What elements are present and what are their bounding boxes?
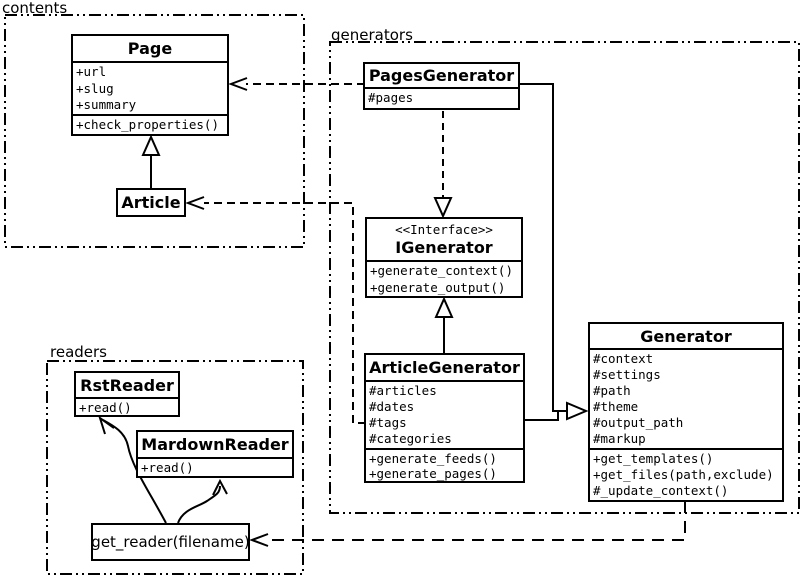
member-line: #pages — [368, 90, 414, 105]
package-label-generators: generators — [331, 26, 413, 44]
member-line: #path — [593, 383, 631, 398]
generalization-triangle-page — [141, 134, 161, 156]
member-line: +generate_context() — [370, 263, 513, 278]
class-igenerator-methods: +generate_context()+generate_output() — [367, 260, 521, 296]
open-arrowhead-mardownreader — [212, 478, 228, 496]
member-line: +get_templates() — [593, 451, 714, 466]
class-rstreader-methods: +read() — [76, 397, 178, 415]
generalization-articlegenerator-to-generator — [523, 411, 559, 421]
member-line: #articles — [369, 383, 437, 398]
member-line: #tags — [369, 415, 407, 430]
class-articlegenerator: ArticleGenerator #articles#dates#tags#ca… — [364, 353, 525, 483]
member-line: #markup — [593, 431, 646, 446]
class-igenerator-header: <<Interface>> IGenerator — [367, 219, 521, 260]
generalization-triangle-igenerator-bottom — [434, 296, 454, 318]
class-article: Article — [116, 188, 186, 217]
arrow-getreader-to-mardownreader — [177, 485, 221, 524]
member-line: +get_files(path,exclude) — [593, 467, 774, 482]
member-line: +generate_pages() — [369, 466, 497, 481]
package-label-readers: readers — [50, 343, 107, 361]
class-article-title: Article — [121, 193, 181, 212]
member-line: +summary — [76, 97, 137, 112]
member-line: +slug — [76, 80, 114, 96]
class-mardownreader-title: MardownReader — [141, 435, 289, 454]
readers-package-border — [46, 360, 304, 575]
class-rstreader: RstReader +read() — [74, 371, 180, 417]
member-line: +check_properties() — [76, 117, 219, 132]
open-arrowhead-getreader — [249, 533, 269, 547]
class-pagesgenerator-title: PagesGenerator — [368, 66, 515, 85]
member-line: +read() — [79, 400, 132, 415]
member-line: #settings — [593, 367, 661, 382]
open-arrowhead-article — [185, 196, 205, 210]
class-articlegenerator-methods: +generate_feeds()+generate_pages() — [366, 448, 523, 481]
generators-package-border — [329, 41, 800, 514]
class-articlegenerator-attributes: #articles#dates#tags#categories — [366, 380, 523, 448]
dependency-articlegenerator-to-article — [204, 202, 366, 424]
class-articlegenerator-title: ArticleGenerator — [369, 358, 520, 377]
generalization-pagesgenerator-to-generator — [518, 83, 566, 412]
class-generator-attributes: #context#settings#path#theme#output_path… — [590, 348, 782, 448]
dependency-generator-to-getreader — [269, 501, 686, 541]
member-line: #dates — [369, 399, 415, 414]
member-line: +url — [76, 64, 107, 79]
arrow-getreader-to-rstreader — [102, 419, 167, 524]
member-line: #theme — [593, 399, 639, 414]
class-igenerator: <<Interface>> IGenerator +generate_conte… — [365, 217, 523, 298]
class-igenerator-stereotype: <<Interface>> — [395, 221, 493, 237]
class-mardownreader-methods: +read() — [138, 457, 292, 476]
class-page-methods: +check_properties() — [73, 114, 227, 134]
member-line: #context — [593, 351, 654, 366]
class-page-attributes: +url+slug+summary — [73, 61, 227, 114]
generalization-triangle-generator — [566, 401, 589, 421]
member-line: +generate_feeds() — [369, 451, 497, 466]
class-page-title: Page — [127, 39, 173, 58]
class-pagesgenerator: PagesGenerator #pages — [363, 62, 520, 110]
class-generator: Generator #context#settings#path#theme#o… — [588, 322, 784, 502]
member-line: #_update_context() — [593, 483, 729, 498]
function-box-get-reader: get_reader(filename) — [91, 523, 250, 561]
class-page: Page +url+slug+summary +check_properties… — [71, 34, 229, 136]
class-rstreader-title: RstReader — [80, 375, 174, 395]
realization-triangle-igenerator-top — [433, 197, 453, 219]
get-reader-label: get_reader(filename) — [91, 533, 250, 551]
class-mardownreader: MardownReader +read() — [136, 430, 294, 478]
class-igenerator-title: IGenerator — [395, 237, 493, 257]
member-line: #categories — [369, 431, 452, 446]
member-line: +generate_output() — [370, 279, 506, 295]
open-arrowhead-page — [228, 77, 248, 91]
member-line: #output_path — [593, 415, 684, 430]
contents-package-border — [4, 14, 305, 248]
open-arrowhead-rstreader — [98, 415, 115, 435]
class-generator-methods: +get_templates()+get_files(path,exclude)… — [590, 448, 782, 500]
class-pagesgenerator-attributes: #pages — [365, 87, 518, 108]
class-generator-title: Generator — [640, 326, 732, 346]
package-label-contents: contents — [2, 0, 68, 17]
member-line: +read() — [141, 460, 194, 475]
